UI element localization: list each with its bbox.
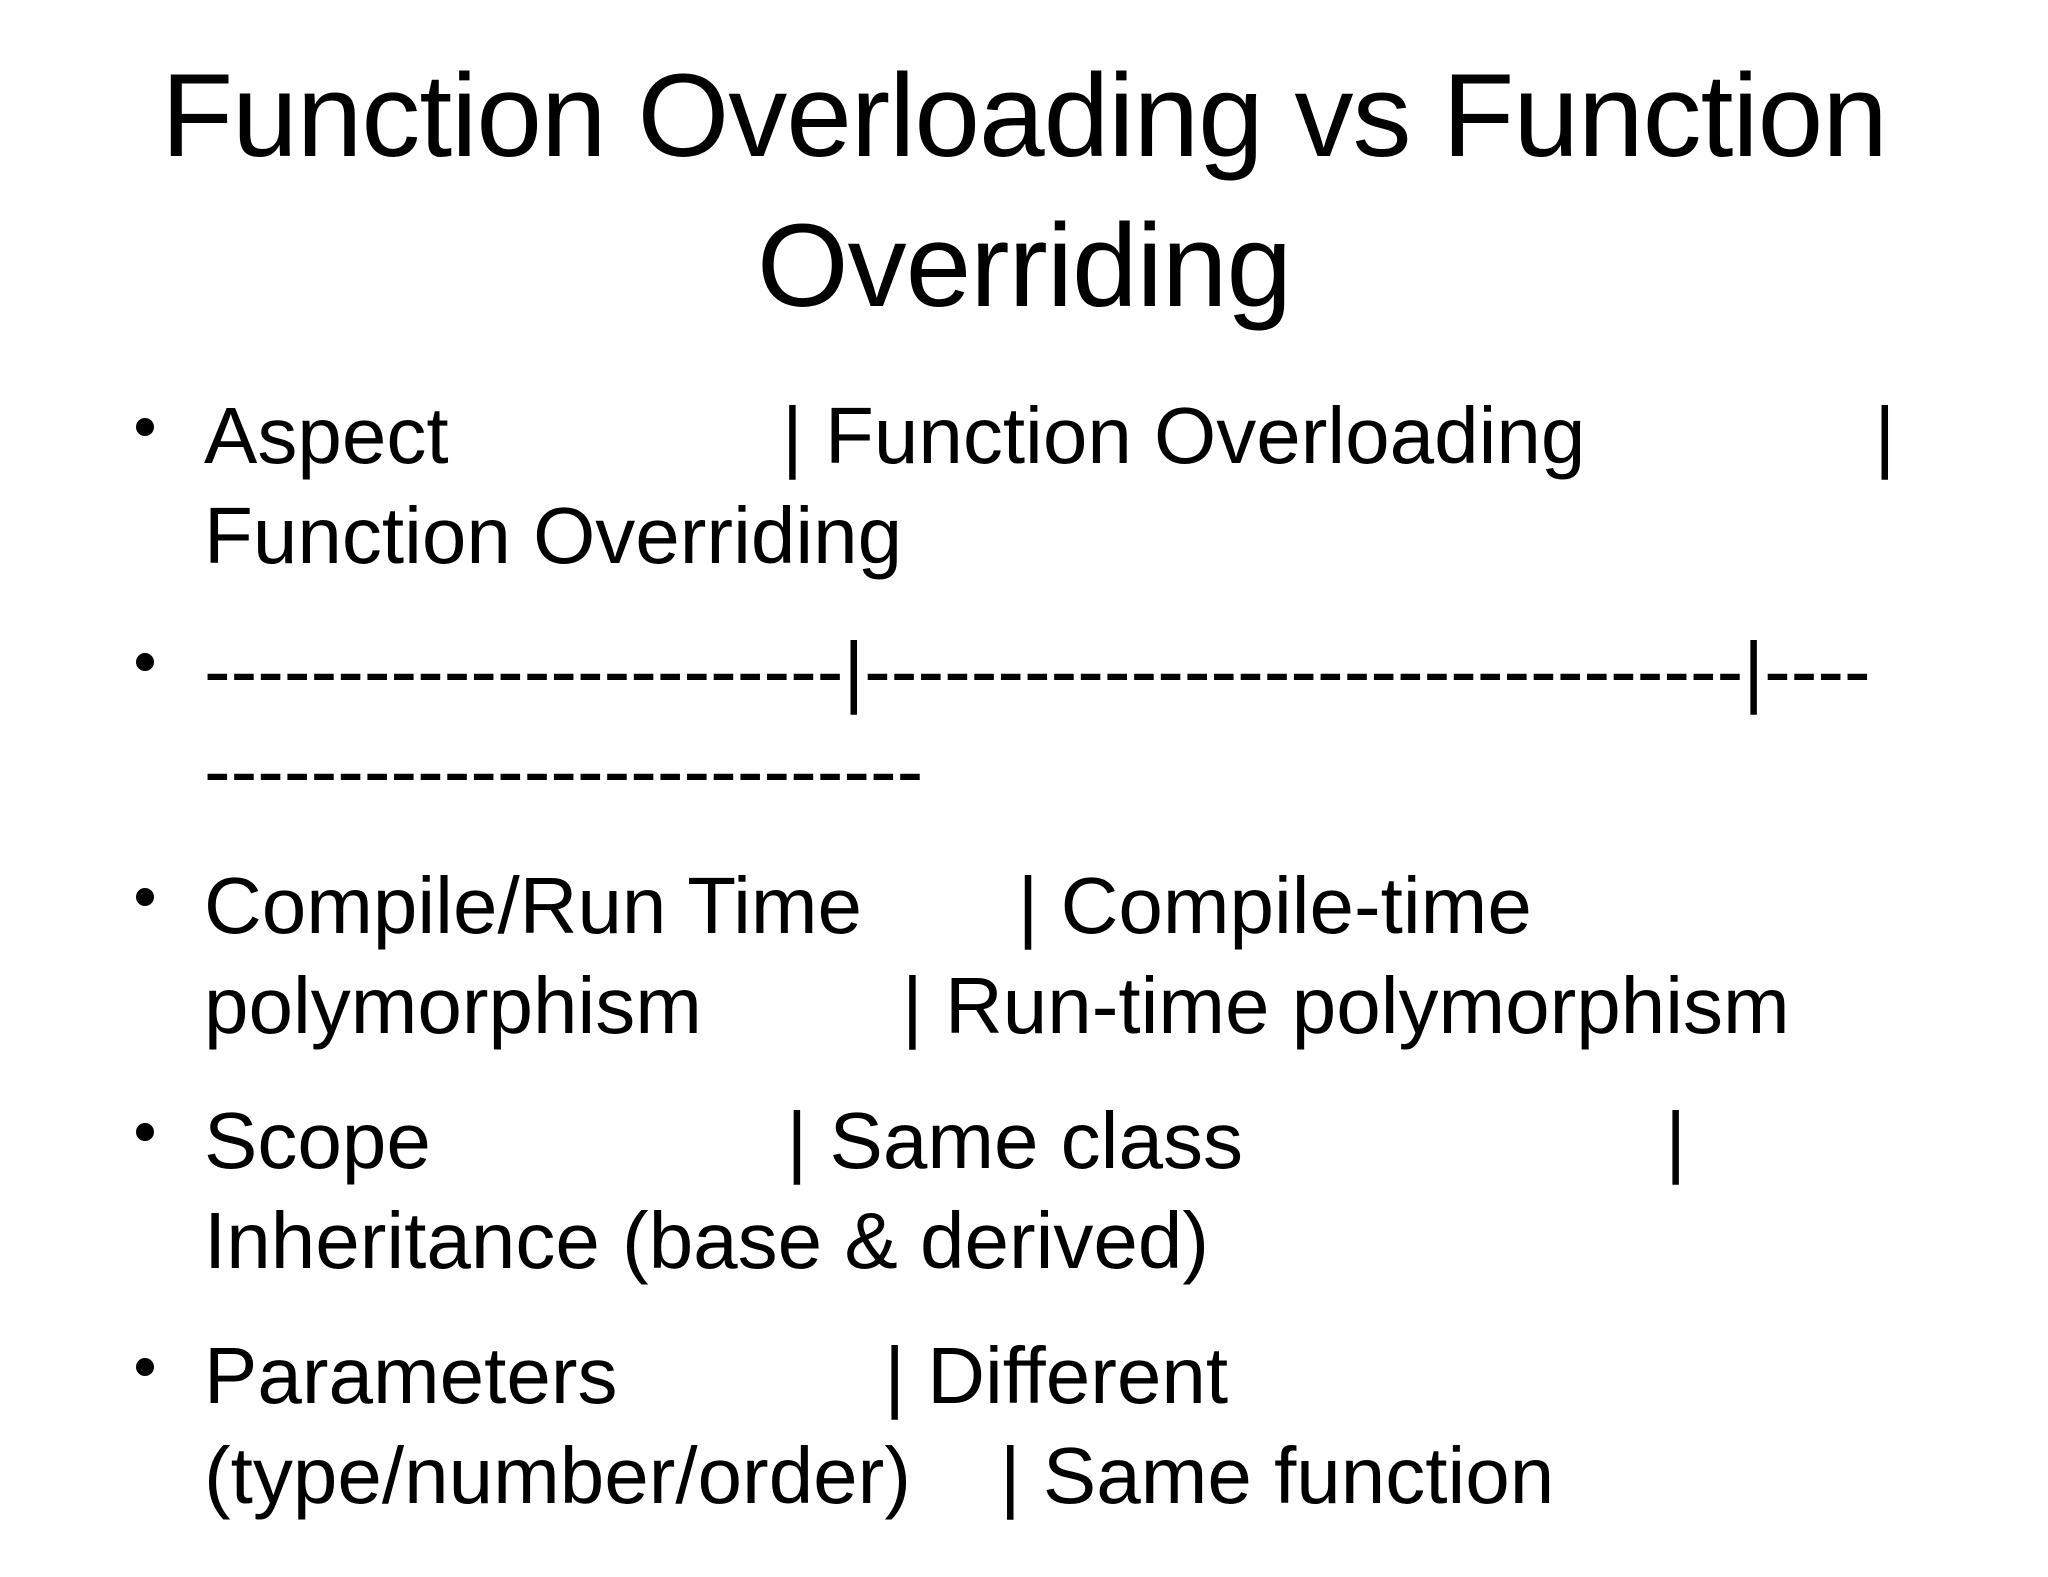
bullet-line: Parameters | Different [204, 1331, 1229, 1420]
presentation-slide: Function Overloading vs Function Overrid… [0, 41, 2048, 1577]
bullet-line: ------------------------|---------------… [204, 626, 1871, 715]
bullet-text: Parameters | Different (type/number/order… [204, 1326, 1554, 1526]
bullet-text: ------------------------|---------------… [204, 621, 1871, 821]
bullet-dot-icon [136, 1358, 154, 1376]
bullet-item: ------------------------|---------------… [136, 621, 2048, 821]
bullet-dot-icon [136, 418, 154, 436]
bullet-line: polymorphism | Run-time polymorphism [204, 961, 1790, 1050]
bullet-item: Aspect | Function Overloading | Function … [136, 386, 2048, 586]
bullet-item: Scope | Same class | Inheritance (base & … [136, 1091, 2048, 1291]
bullet-line: Inheritance (base & derived) [204, 1196, 1209, 1285]
bullet-text: Aspect | Function Overloading | Function … [204, 386, 1895, 586]
bullet-line: Scope | Same class | [204, 1096, 1687, 1185]
bullet-line: Compile/Run Time | Compile-time [204, 861, 1532, 950]
bullet-item: Parameters | Different (type/number/order… [136, 1326, 2048, 1526]
bullet-line: Aspect | Function Overloading | [204, 391, 1896, 480]
bullet-list: Aspect | Function Overloading | Function … [0, 386, 2048, 1526]
bullet-item: Compile/Run Time | Compile-time polymorph… [136, 856, 2048, 1056]
bullet-line: (type/number/order) | Same function [204, 1431, 1555, 1520]
bullet-line: --------------------------- [204, 726, 924, 815]
slide-title: Function Overloading vs Function Overrid… [161, 50, 1888, 332]
bullet-text: Compile/Run Time | Compile-time polymorph… [204, 856, 1790, 1056]
bullet-text: Scope | Same class | Inheritance (base & … [204, 1091, 1686, 1291]
bullet-dot-icon [136, 1123, 154, 1141]
bullet-dot-icon [136, 653, 154, 671]
bullet-dot-icon [136, 888, 154, 906]
bullet-line: Function Overriding [204, 491, 903, 580]
